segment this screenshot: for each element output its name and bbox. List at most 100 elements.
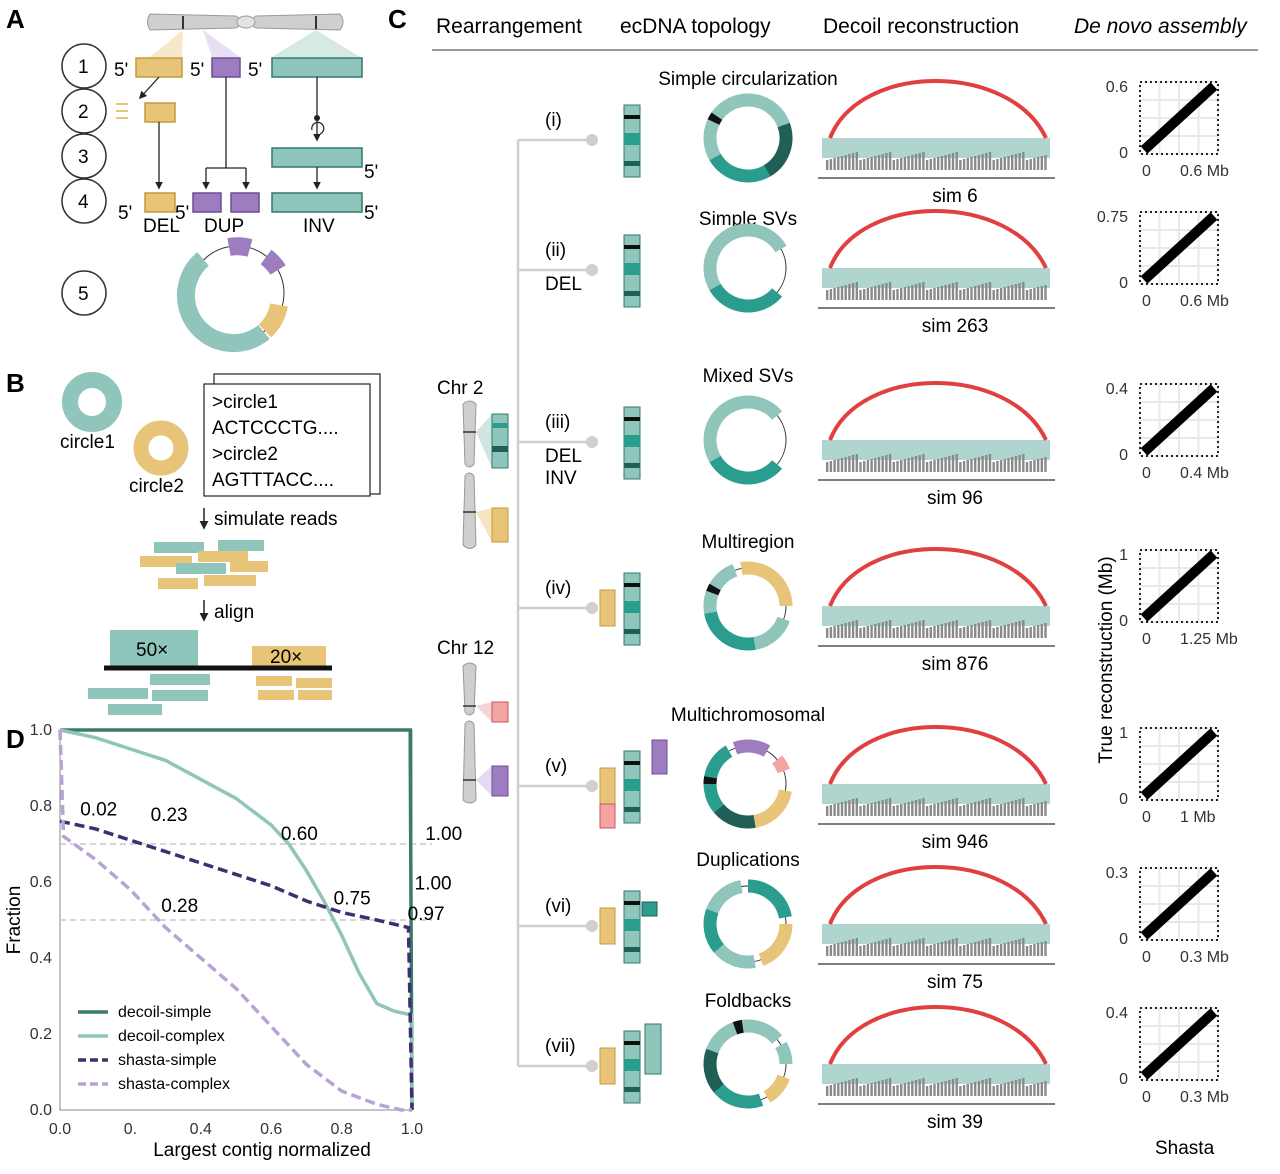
header-rearrangement: Rearrangement <box>436 15 582 38</box>
row-title: Foldbacks <box>705 991 792 1012</box>
chart-annotation: 0.23 <box>151 805 188 826</box>
aligned-reads <box>88 674 332 715</box>
simulated-reads <box>140 540 268 589</box>
dotplot-x-tick-zero: 0 <box>1142 293 1151 310</box>
five-prime-1a: 5' <box>114 60 128 81</box>
chr2-icon <box>462 400 509 549</box>
decoil-reconstruction: sim 263 <box>818 209 1055 337</box>
panel-a-label: A <box>6 4 25 34</box>
decoil-reconstruction: sim 39 <box>818 1005 1055 1133</box>
decoil-reconstruction: sim 946 <box>818 725 1055 853</box>
ecdna-topology-icon <box>703 93 793 183</box>
chart-x-tick: 0.4 <box>190 1121 212 1138</box>
series-decoil-simple <box>60 728 414 1111</box>
fasta-line-4: AGTTTACC.... <box>212 470 334 491</box>
dotplot-x-tick-zero: 0 <box>1142 631 1151 648</box>
dotplot-x-tick-max: 0.4 Mb <box>1180 465 1229 482</box>
coverage-20x: 20× <box>270 647 302 668</box>
dotplot-x-tick-zero: 0 <box>1142 1089 1151 1106</box>
five-prime-4b: 5' <box>175 203 189 224</box>
row-numeral: (vii) <box>545 1036 576 1057</box>
chart-y-tick: 0.6 <box>30 874 52 891</box>
dotplot-y-tick-top: 0.4 <box>1106 381 1128 398</box>
sim-label: sim 6 <box>932 186 977 207</box>
chart-annotation: 0.75 <box>334 889 371 910</box>
dotplot-y-tick-zero: 0 <box>1119 447 1128 464</box>
dotplot-y-tick-zero: 0 <box>1119 931 1128 948</box>
header-decoil: Decoil reconstruction <box>823 15 1019 38</box>
dotplot-x-tick-max: 1.25 Mb <box>1180 631 1238 648</box>
chart-y-tick: 0.4 <box>30 950 52 967</box>
five-prime-4a: 5' <box>118 203 132 224</box>
legend-label: shasta-simple <box>118 1052 217 1069</box>
fasta-box <box>203 383 371 497</box>
ecdna-topology-icon <box>703 395 787 485</box>
row-numeral: (ii) <box>545 240 566 261</box>
decoil-reconstruction: sim 75 <box>818 865 1055 993</box>
panel-d-label: D <box>6 724 25 754</box>
five-prime-4c: 5' <box>364 203 378 224</box>
label-inv: INV <box>303 216 335 237</box>
simulate-reads-label: simulate reads <box>214 509 338 530</box>
dotplot-x-tick-max: 0.6 Mb <box>1180 163 1229 180</box>
circle2-icon <box>133 420 189 476</box>
dotplot-y-tick-top: 1 <box>1119 547 1128 564</box>
chart-y-tick: 0.8 <box>30 798 52 815</box>
row-sub-label: DEL <box>545 274 582 295</box>
dotplot-x-tick-zero: 0 <box>1142 163 1151 180</box>
decoil-reconstruction: sim 96 <box>818 381 1055 509</box>
row-title: Duplications <box>696 850 800 871</box>
legend-label: decoil-complex <box>118 1028 225 1045</box>
chr12-icon <box>462 662 509 804</box>
ecdna-topology-icon <box>703 1019 793 1109</box>
denovo-dotplot: 1 00 1.25 Mb <box>1119 547 1238 648</box>
dotplot-x-tick-max: 1 Mb <box>1180 809 1216 826</box>
fasta-line-3: >circle2 <box>212 444 278 465</box>
denovo-dotplot: 0.75 00 0.6 Mb <box>1097 209 1229 310</box>
decoil-reconstruction: sim 876 <box>818 547 1055 675</box>
dotplot-y-tick-zero: 0 <box>1119 613 1128 630</box>
dotplot-x-tick-max: 0.3 Mb <box>1180 949 1229 966</box>
sim-label: sim 96 <box>927 488 983 509</box>
five-prime-3: 5' <box>364 162 378 183</box>
dotplot-y-tick-top: 0.4 <box>1106 1005 1128 1022</box>
dotplot-y-tick-top: 0.75 <box>1097 209 1128 226</box>
chart-x-tick: 0.6 <box>260 1121 282 1138</box>
ecdna-circle-icon <box>177 237 288 353</box>
sim-label: sim 263 <box>922 316 989 337</box>
chart-annotation: 1.00 <box>425 824 462 845</box>
dotplot-y-tick-top: 0.6 <box>1106 79 1128 96</box>
tree-branches <box>518 134 598 1072</box>
series-shasta-complex <box>58 729 412 1112</box>
row-numeral: (iv) <box>545 578 571 599</box>
ecdna-topology-icon <box>703 223 787 313</box>
row-numeral: (vi) <box>545 896 571 917</box>
dotplot-x-tick-zero: 0 <box>1142 809 1151 826</box>
step-5: 5 <box>78 284 89 305</box>
label-dup: DUP <box>204 216 244 237</box>
row-numeral: (v) <box>545 756 567 777</box>
panel-a: A 1 2 3 4 5 5' 5' 5' <box>6 4 378 353</box>
chart-annotation: 1.00 <box>415 873 452 894</box>
dotplot-y-tick-zero: 0 <box>1119 1071 1128 1088</box>
denovo-dotplot: 0.4 00 0.4 Mb <box>1106 381 1229 482</box>
chr12-label: Chr 12 <box>437 638 494 659</box>
dotplot-x-tick-zero: 0 <box>1142 949 1151 966</box>
chromosome-icon <box>147 13 344 31</box>
ecdna-topology-icon <box>703 879 793 969</box>
dotplot-x-tick-zero: 0 <box>1142 465 1151 482</box>
series-shasta-simple <box>59 819 414 1111</box>
row-numeral: (iii) <box>545 412 570 433</box>
chart-x-tick: 0.0 <box>49 1121 71 1138</box>
dotplot-x-tick-max: 0.6 Mb <box>1180 293 1229 310</box>
row-title: Multiregion <box>702 532 795 553</box>
step-4: 4 <box>78 192 89 213</box>
dotplot-y-tick-zero: 0 <box>1119 275 1128 292</box>
